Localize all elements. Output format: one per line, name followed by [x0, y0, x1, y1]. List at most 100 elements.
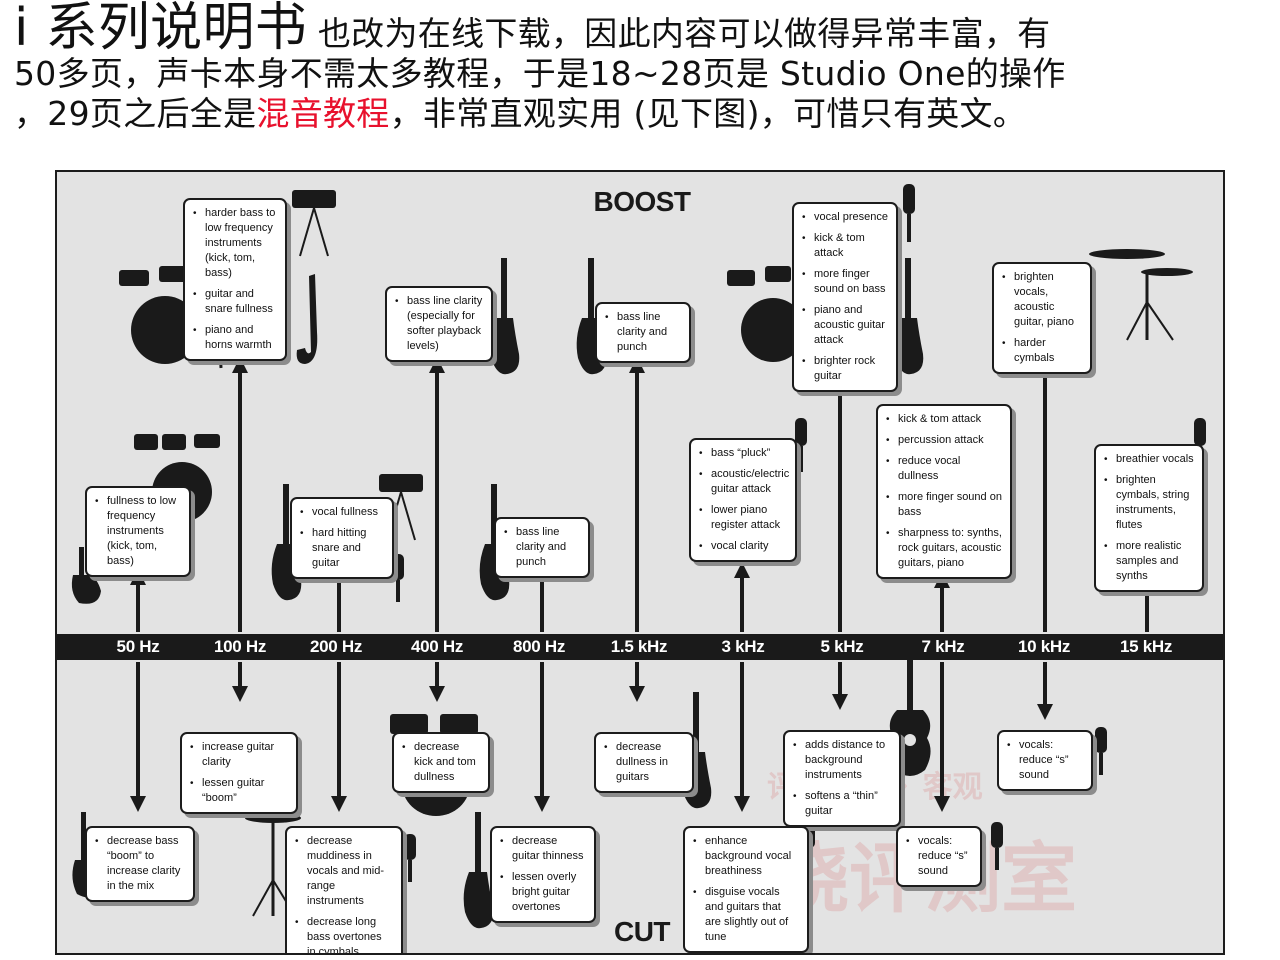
- cut-box-10khz: vocals: reduce “s” sound: [997, 730, 1093, 791]
- boost-box-5khz: vocal presence kick & tom attack more fi…: [792, 202, 898, 392]
- box-item: adds distance to background instruments: [793, 738, 891, 783]
- box-item: hard hitting snare and guitar: [300, 526, 384, 571]
- cut-box-200hz: decrease muddiness in vocals and mid-ran…: [285, 826, 403, 953]
- box-item: fullness to low frequency instruments (k…: [95, 494, 181, 569]
- box-item: decrease guitar thinness: [500, 834, 586, 864]
- box-item: vocals: reduce “s” sound: [1007, 738, 1083, 783]
- freq-label: 5 kHz: [820, 637, 864, 656]
- box-item: decrease long bass overtones in cymbals: [295, 915, 393, 953]
- box-item: breathier vocals: [1104, 452, 1194, 467]
- electric-guitar-icon: [893, 258, 924, 375]
- box-item: decrease dullness in guitars: [604, 740, 684, 785]
- box-item: brighter rock guitar: [802, 354, 888, 384]
- freq-label: 15 kHz: [1119, 637, 1173, 656]
- header-text: i 系列说明书 也改为在线下载，因此内容可以做得异常丰富，有 50多页，声卡本身…: [14, 2, 1270, 134]
- cut-label: CUT: [613, 916, 671, 947]
- box-item: percussion attack: [886, 433, 1002, 448]
- box-item: vocals: reduce “s” sound: [906, 834, 972, 879]
- box-item: bass line clarity (especially for softer…: [395, 294, 483, 354]
- box-item: more finger sound on bass: [886, 490, 1002, 520]
- box-item: sharpness to: synths, rock guitars, acou…: [886, 526, 1002, 571]
- microphone-icon: [392, 554, 404, 602]
- microphone-icon: [795, 418, 807, 472]
- header-title: i 系列说明书: [14, 0, 308, 58]
- box-item: bass line clarity and punch: [504, 525, 580, 570]
- boost-box-50hz: fullness to low frequency instruments (k…: [85, 486, 191, 577]
- electric-guitar-icon: [463, 812, 494, 929]
- arrows: [130, 347, 1155, 812]
- box-item: harder cymbals: [1002, 336, 1082, 366]
- bass-guitar-icon: [71, 547, 101, 604]
- cut-box-3khz: enhance background vocal breathiness dis…: [683, 826, 809, 953]
- header-highlight: 混音教程: [256, 94, 390, 133]
- snare-drum-icon: [292, 190, 336, 257]
- box-item: vocal clarity: [699, 539, 787, 554]
- freq-label: 400 Hz: [410, 637, 464, 656]
- boost-box-400hz: bass line clarity (especially for softer…: [385, 286, 493, 362]
- box-item: decrease muddiness in vocals and mid-ran…: [295, 834, 393, 909]
- box-item: lower piano register attack: [699, 503, 787, 533]
- boost-box-15khz: breathier vocals brighten cymbals, strin…: [1094, 444, 1204, 592]
- box-item: piano and horns warmth: [193, 323, 277, 353]
- boost-box-3khz: bass “pluck” acoustic/electric guitar at…: [689, 438, 797, 562]
- freq-label: 7 kHz: [921, 637, 965, 656]
- saxophone-icon: [296, 274, 318, 364]
- box-item: guitar and snare fullness: [193, 287, 277, 317]
- freq-label: 3 kHz: [721, 637, 765, 656]
- cut-box-400hz: decrease kick and tom dullness: [392, 732, 490, 793]
- freq-label: 10 kHz: [1017, 637, 1071, 656]
- freq-label: 800 Hz: [512, 637, 566, 656]
- drum-kit-icon: [727, 266, 805, 362]
- bass-guitar-icon: [489, 258, 520, 375]
- box-item: increase guitar clarity: [190, 740, 288, 770]
- box-item: vocal presence: [802, 210, 888, 225]
- box-item: piano and acoustic guitar attack: [802, 303, 888, 348]
- box-item: brighten vocals, acoustic guitar, piano: [1002, 270, 1082, 330]
- snare-drum-icon: [379, 474, 423, 541]
- cut-box-5khz: adds distance to background instruments …: [783, 730, 901, 827]
- box-item: lessen guitar “boom”: [190, 776, 288, 806]
- boost-box-800hz: bass line clarity and punch: [494, 517, 590, 578]
- cymbal-icon: [245, 813, 301, 917]
- freq-label: 50 Hz: [116, 637, 160, 656]
- cut-box-100hz: increase guitar clarity lessen guitar “b…: [180, 732, 298, 814]
- box-item: enhance background vocal breathiness: [693, 834, 799, 879]
- microphone-icon: [903, 184, 915, 242]
- freq-label: 100 Hz: [213, 637, 267, 656]
- microphone-icon: [1095, 727, 1107, 775]
- box-item: more realistic samples and synths: [1104, 539, 1194, 584]
- microphone-icon: [404, 834, 416, 882]
- box-item: more finger sound on bass: [802, 267, 888, 297]
- frequency-bar: 50 Hz 100 Hz 200 Hz 400 Hz 800 Hz 1.5 kH…: [57, 634, 1223, 660]
- box-item: softens a “thin” guitar: [793, 789, 891, 819]
- cut-box-800hz: decrease guitar thinness lessen overly b…: [490, 826, 596, 923]
- eq-chart: 发烧评测室 评 ♦ 实 ♦ 客观 BOOST CUT: [55, 170, 1225, 955]
- box-item: bass “pluck”: [699, 446, 787, 461]
- box-item: brighten cymbals, string instruments, fl…: [1104, 473, 1194, 533]
- box-item: harder bass to low frequency instruments…: [193, 206, 277, 281]
- cymbal-icon: [1089, 249, 1193, 341]
- header-line1: 也改为在线下载，因此内容可以做得异常丰富，有: [307, 14, 1051, 53]
- cut-box-50hz: decrease bass “boom” to increase clarity…: [85, 826, 195, 902]
- freq-label: 200 Hz: [309, 637, 363, 656]
- box-item: lessen overly bright guitar overtones: [500, 870, 586, 915]
- freq-label: 1.5 kHz: [610, 637, 668, 656]
- box-item: kick & tom attack: [802, 231, 888, 261]
- box-item: bass line clarity and punch: [605, 310, 681, 355]
- box-item: acoustic/electric guitar attack: [699, 467, 789, 497]
- header-line2: 50多页，声卡本身不需太多教程，于是18~28页是 Studio One的操作: [14, 54, 1066, 93]
- boost-label: BOOST: [593, 186, 691, 217]
- header-line3a: ，29页之后全是: [14, 94, 257, 133]
- box-item: vocal fullness: [300, 505, 384, 520]
- box-item: decrease bass “boom” to increase clarity…: [95, 834, 185, 894]
- box-item: decrease kick and tom dullness: [402, 740, 480, 785]
- box-item: kick & tom attack: [886, 412, 1002, 427]
- boost-box-10khz: brighten vocals, acoustic guitar, piano …: [992, 262, 1092, 374]
- boost-box-1-5khz: bass line clarity and punch: [595, 302, 691, 363]
- box-item: reduce vocal dullness: [886, 454, 1002, 484]
- boost-box-7khz: kick & tom attack percussion attack redu…: [876, 404, 1012, 579]
- boost-box-200hz: vocal fullness hard hitting snare and gu…: [290, 497, 394, 579]
- header-line3b: ，非常直观实用 (见下图)，可惜只有英文。: [389, 94, 1027, 133]
- box-item: disguise vocals and guitars that are sli…: [693, 885, 799, 945]
- cut-box-7khz: vocals: reduce “s” sound: [896, 826, 982, 887]
